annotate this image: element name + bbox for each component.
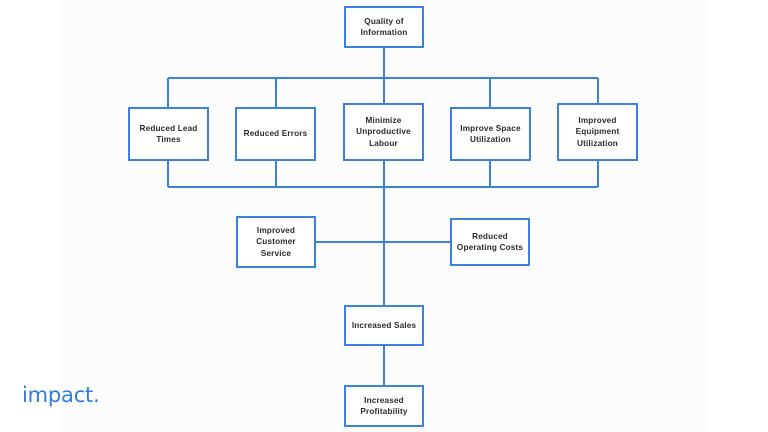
node-improved-customer-service[interactable]: Improved Customer Service xyxy=(236,216,316,268)
node-label-line: Reduced xyxy=(472,231,508,241)
node-improved-equipment-utilization[interactable]: Improved Equipment Utilization xyxy=(557,103,638,161)
node-label-line: Improved xyxy=(578,116,617,126)
node-increased-profitability[interactable]: Increased Profitability xyxy=(344,385,424,427)
node-label-line: Equipment xyxy=(575,127,620,137)
impact-logo: impact. xyxy=(22,383,100,407)
node-increased-sales[interactable]: Increased Sales xyxy=(344,305,424,346)
node-label-line: Utilization xyxy=(470,135,511,144)
node-label-line: Unproductive xyxy=(356,127,411,137)
node-label-line: Minimize xyxy=(365,116,402,126)
node-minimize-unproductive-labour[interactable]: Minimize Unproductive Labour xyxy=(343,103,424,161)
node-label-line: Improve Space xyxy=(460,123,521,133)
node-label-line: Labour xyxy=(369,138,398,148)
node-label-line: Customer xyxy=(256,237,296,247)
node-improve-space-utilization[interactable]: Improve Space Utilization xyxy=(450,107,531,161)
node-label-line: Information xyxy=(360,28,408,37)
node-label-line: Reduced Lead xyxy=(139,123,198,133)
node-reduced-operating-costs[interactable]: Reduced Operating Costs xyxy=(450,218,530,266)
node-label-line: Improved xyxy=(256,226,296,236)
node-label-line: Operating Costs xyxy=(456,243,524,252)
node-label-line: Reduced Errors xyxy=(243,129,308,139)
node-label-line: Increased xyxy=(364,395,404,405)
node-label-line: Utilization xyxy=(577,138,618,148)
node-quality-of-information[interactable]: Quality of Information xyxy=(344,6,424,48)
node-label-line: Quality of xyxy=(364,16,404,26)
node-reduced-errors[interactable]: Reduced Errors xyxy=(235,107,316,161)
node-label-line: Increased Sales xyxy=(351,320,417,330)
node-reduced-lead-times[interactable]: Reduced Lead Times xyxy=(128,107,209,161)
node-label-line: Service xyxy=(260,248,292,258)
node-label-line: Profitability xyxy=(360,407,408,416)
node-label-line: Times xyxy=(156,135,181,144)
